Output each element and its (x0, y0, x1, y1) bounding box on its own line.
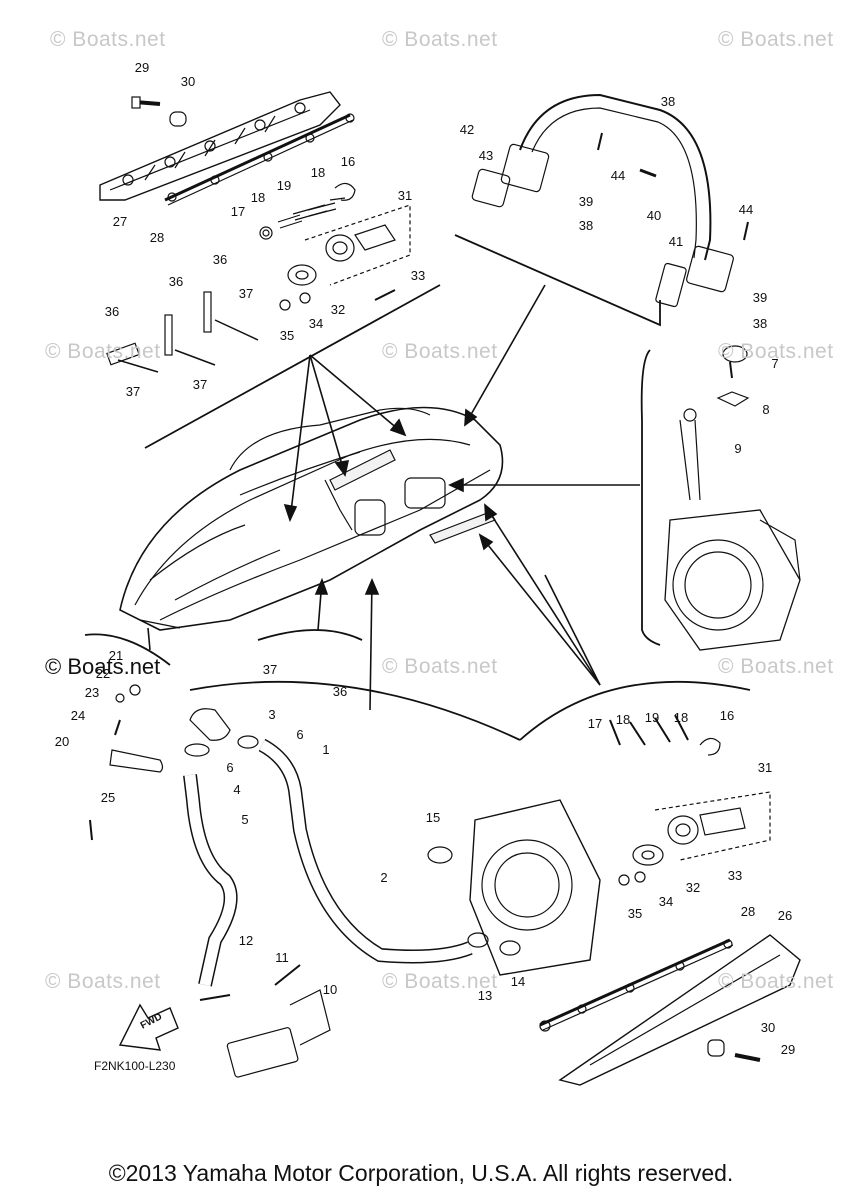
watermark: © Boats.net (45, 340, 161, 363)
callout-33: 33 (727, 868, 743, 883)
callout-28: 28 (149, 230, 165, 245)
callout-31: 31 (397, 188, 413, 203)
callout-17: 17 (587, 716, 603, 731)
watermark: © Boats.net (718, 28, 834, 51)
callout-11: 11 (275, 950, 289, 965)
callout-42: 42 (459, 122, 475, 137)
callout-10: 10 (322, 982, 338, 997)
callout-39: 39 (752, 290, 768, 305)
pointer-lines (147, 284, 640, 711)
watercraft-hull (119, 406, 504, 631)
callout-33: 33 (410, 268, 426, 283)
callout-37: 37 (262, 662, 278, 677)
callout-32: 32 (685, 880, 701, 895)
bow-handle-assembly (454, 93, 749, 327)
callout-6: 6 (296, 727, 304, 742)
callout-20: 20 (54, 734, 70, 749)
hose-assembly (89, 684, 473, 1078)
callout-19: 19 (644, 710, 660, 725)
callout-8: 8 (762, 402, 770, 417)
callout-36: 36 (168, 274, 184, 289)
callout-37: 37 (238, 286, 254, 301)
watermark: © Boats.net (718, 340, 834, 363)
callout-5: 5 (241, 812, 249, 827)
watermark: © Boats.net (382, 655, 498, 678)
nozzle-plate-assembly (427, 714, 801, 1086)
callout-23: 23 (84, 685, 100, 700)
callout-44: 44 (610, 168, 626, 183)
callout-34: 34 (308, 316, 324, 331)
parts-diagram (84, 91, 801, 1086)
callout-34: 34 (658, 894, 674, 909)
watermark: © Boats.net (382, 28, 498, 51)
callout-28: 28 (740, 904, 756, 919)
hardware-group-left (106, 284, 441, 449)
callout-38: 38 (578, 218, 594, 233)
hardware-group-top (259, 182, 411, 311)
callout-18: 18 (310, 165, 326, 180)
callout-13: 13 (477, 988, 493, 1003)
callout-35: 35 (627, 906, 643, 921)
watermark-prominent: © Boats.net (45, 654, 161, 679)
callout-26: 26 (777, 908, 793, 923)
callout-37: 37 (192, 377, 208, 392)
callout-4: 4 (233, 782, 241, 797)
callout-12: 12 (238, 933, 254, 948)
callout-18: 18 (615, 712, 631, 727)
watermark: © Boats.net (718, 655, 834, 678)
callout-25: 25 (100, 790, 116, 805)
callout-24: 24 (70, 708, 86, 723)
callout-31: 31 (757, 760, 773, 775)
callout-18: 18 (250, 190, 266, 205)
watermark: © Boats.net (50, 28, 166, 51)
callout-18: 18 (673, 710, 689, 725)
callout-38: 38 (752, 316, 768, 331)
callout-35: 35 (279, 328, 295, 343)
callout-22: 22 (95, 666, 111, 681)
callout-43: 43 (478, 148, 494, 163)
callout-30: 30 (180, 74, 196, 89)
callout-27: 27 (112, 214, 128, 229)
callout-17: 17 (230, 204, 246, 219)
callout-14: 14 (510, 974, 526, 989)
figure-code: F2NK100-L230 (94, 1059, 176, 1073)
callout-29: 29 (780, 1042, 796, 1057)
callout-36: 36 (104, 304, 120, 319)
watermark: © Boats.net (45, 970, 161, 993)
callout-6: 6 (226, 760, 234, 775)
callout-44: 44 (738, 202, 754, 217)
callout-16: 16 (340, 154, 356, 169)
callout-37: 37 (125, 384, 141, 399)
callout-36: 36 (212, 252, 228, 267)
group-brackets (84, 629, 751, 741)
callout-3: 3 (268, 707, 276, 722)
callout-1: 1 (322, 742, 330, 757)
callout-30: 30 (760, 1020, 776, 1035)
callout-41: 41 (668, 234, 684, 249)
callout-19: 19 (276, 178, 292, 193)
watermark: © Boats.net (718, 970, 834, 993)
callout-32: 32 (330, 302, 346, 317)
watermark: © Boats.net (382, 340, 498, 363)
callout-36: 36 (332, 684, 348, 699)
callout-15: 15 (425, 810, 441, 825)
callout-38: 38 (660, 94, 676, 109)
callout-40: 40 (646, 208, 662, 223)
watermark: © Boats.net (382, 970, 498, 993)
jet-pump-assembly (640, 345, 801, 651)
callout-7: 7 (771, 356, 779, 371)
forward-arrow-icon (118, 1003, 179, 1051)
callout-9: 9 (734, 441, 742, 456)
copyright-notice: ©2013 Yamaha Motor Corporation, U.S.A. A… (108, 1160, 734, 1186)
callout-29: 29 (134, 60, 150, 75)
callout-39: 39 (578, 194, 594, 209)
callout-2: 2 (380, 870, 388, 885)
grab-handle-rear-left (99, 91, 355, 206)
callout-16: 16 (719, 708, 735, 723)
callout-21: 21 (108, 648, 124, 663)
